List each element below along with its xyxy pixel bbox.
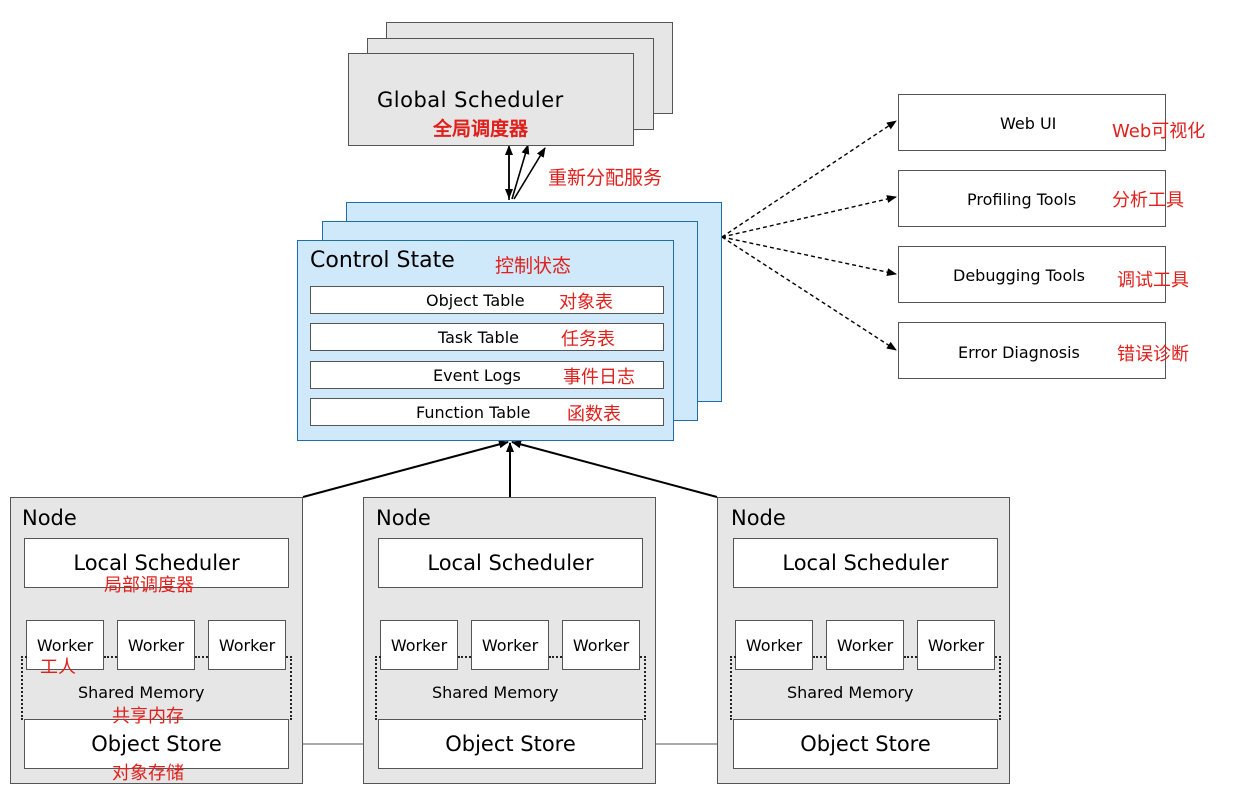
node-3-worker-3[interactable]: Worker — [917, 620, 995, 670]
global-scheduler-title-cn: 全局调度器 — [433, 118, 529, 140]
event-logs-row[interactable]: Event Logs 事件日志 — [310, 361, 664, 389]
node-1-worker-1[interactable]: Worker — [26, 620, 104, 670]
node-3-shared-memory-top-mid-2 — [904, 656, 917, 658]
node-3-local-scheduler-label: Local Scheduler — [782, 551, 949, 575]
node-2-worker-2-label: Worker — [481, 635, 539, 655]
object-store-label-cn: 对象存储 — [112, 763, 184, 784]
global-scheduler-title: Global Scheduler — [377, 88, 564, 112]
event-logs-label: Event Logs — [433, 366, 521, 385]
node-1-object-store[interactable]: Object Store — [24, 719, 289, 769]
object-table-row[interactable]: Object Table 对象表 — [310, 286, 664, 314]
node-3-worker-2-label: Worker — [836, 635, 894, 655]
control-state-title-cn: 控制状态 — [495, 255, 572, 277]
control-state-title: Control State — [310, 248, 455, 273]
function-table-label-cn: 函数表 — [567, 404, 621, 425]
task-table-row[interactable]: Task Table 任务表 — [310, 323, 664, 351]
node-1-object-store-label: Object Store — [91, 732, 222, 756]
node-2-worker-3[interactable]: Worker — [562, 620, 640, 670]
node-1-shared-memory-top-right — [286, 656, 292, 658]
node-3-worker-1-label: Worker — [745, 635, 803, 655]
node-1-shared-memory-right — [290, 656, 292, 720]
global-scheduler-box[interactable]: Global Scheduler 全局调度器 — [348, 53, 634, 146]
node-3-object-store[interactable]: Object Store — [733, 719, 998, 769]
node-1-shared-memory-label: Shared Memory — [78, 683, 205, 702]
error-diagnosis-label-cn: 错误诊断 — [1117, 344, 1189, 365]
node-2-worker-1[interactable]: Worker — [380, 620, 458, 670]
control-state-box[interactable]: Control State 控制状态 Object Table 对象表 Task… — [297, 240, 674, 441]
node-3-shared-memory-top-right — [995, 656, 1001, 658]
node-3-worker-1[interactable]: Worker — [735, 620, 813, 670]
error-diagnosis-label: Error Diagnosis — [958, 343, 1080, 362]
node-1-worker-3-label: Worker — [218, 635, 276, 655]
web-ui-label: Web UI — [1000, 114, 1057, 133]
node-1-shared-memory-top-mid-1 — [104, 656, 117, 658]
debugging-tools-label-cn: 调试工具 — [1117, 270, 1189, 291]
debugging-tools-box[interactable]: Debugging Tools 调试工具 — [898, 246, 1189, 303]
node-control-arrows — [302, 440, 718, 498]
worker-label-cn: 工人 — [40, 657, 76, 678]
node-3-object-store-label: Object Store — [800, 732, 931, 756]
node-2-shared-memory-label: Shared Memory — [432, 683, 559, 702]
node-3-worker-2[interactable]: Worker — [826, 620, 904, 670]
web-ui-box[interactable]: Web UI Web可视化 — [898, 94, 1205, 151]
node-2-title: Node — [376, 506, 431, 530]
node-2-worker-1-label: Worker — [390, 635, 448, 655]
profiling-tools-label: Profiling Tools — [967, 190, 1077, 209]
node-3-shared-memory-right — [999, 656, 1001, 720]
task-table-label: Task Table — [438, 328, 519, 347]
function-table-row[interactable]: Function Table 函数表 — [310, 398, 664, 426]
node-3-shared-memory-top-mid-1 — [813, 656, 826, 658]
node-2-shared-memory-right — [644, 656, 646, 720]
local-scheduler-label-cn: 局部调度器 — [104, 575, 194, 596]
node-2-shared-memory-top-right — [640, 656, 646, 658]
node-1-title: Node — [22, 506, 77, 530]
node-1-local-scheduler-label: Local Scheduler — [73, 551, 240, 575]
task-table-label-cn: 任务表 — [561, 329, 615, 350]
node-3-worker-3-label: Worker — [927, 635, 985, 655]
node-1-shared-memory-top-mid-2 — [195, 656, 208, 658]
node-1-worker-3[interactable]: Worker — [208, 620, 286, 670]
shared-memory-label-cn: 共享内存 — [112, 706, 184, 727]
node-2-local-scheduler[interactable]: Local Scheduler — [378, 538, 643, 588]
object-table-label: Object Table — [426, 291, 525, 310]
node-1-worker-2[interactable]: Worker — [117, 620, 195, 670]
node-2-local-scheduler-label: Local Scheduler — [427, 551, 594, 575]
node-3-local-scheduler[interactable]: Local Scheduler — [733, 538, 998, 588]
node-1-worker-1-label: Worker — [36, 635, 94, 655]
node-2-worker-2[interactable]: Worker — [471, 620, 549, 670]
node-3: Node Local Scheduler Worker Worker Worke… — [717, 497, 1010, 784]
node-2-shared-memory-left — [375, 656, 377, 720]
node-3-title: Node — [731, 506, 786, 530]
node-1-worker-2-label: Worker — [127, 635, 185, 655]
object-table-label-cn: 对象表 — [559, 292, 613, 313]
node-1-local-scheduler[interactable]: Local Scheduler — [24, 538, 289, 588]
event-logs-label-cn: 事件日志 — [563, 367, 635, 388]
tool-arrows — [721, 120, 897, 351]
node-2-shared-memory-top-mid-2 — [549, 656, 562, 658]
scheduler-control-arrows — [505, 144, 546, 200]
node-2: Node Local Scheduler Worker Worker Worke… — [363, 497, 656, 784]
error-diagnosis-box[interactable]: Error Diagnosis 错误诊断 — [898, 322, 1189, 379]
node-2-shared-memory-top-left — [375, 656, 381, 658]
node-1-shared-memory-top-left — [21, 656, 27, 658]
node-3-shared-memory-top-left — [730, 656, 736, 658]
node-2-object-store[interactable]: Object Store — [378, 719, 643, 769]
profiling-tools-box[interactable]: Profiling Tools 分析工具 — [898, 170, 1184, 227]
node-1-shared-memory-left — [21, 656, 23, 720]
node-3-shared-memory-label: Shared Memory — [787, 683, 914, 702]
node-2-object-store-label: Object Store — [445, 732, 576, 756]
node-2-shared-memory-top-mid-1 — [458, 656, 471, 658]
web-ui-label-cn: Web可视化 — [1112, 121, 1206, 142]
node-3-shared-memory-left — [730, 656, 732, 720]
debugging-tools-label: Debugging Tools — [953, 266, 1086, 285]
node-1: Node Local Scheduler Worker Worker Worke… — [10, 497, 303, 784]
node-2-worker-3-label: Worker — [572, 635, 630, 655]
reassign-label: 重新分配服务 — [548, 167, 663, 189]
function-table-label: Function Table — [416, 403, 531, 422]
profiling-tools-label-cn: 分析工具 — [1112, 190, 1184, 211]
